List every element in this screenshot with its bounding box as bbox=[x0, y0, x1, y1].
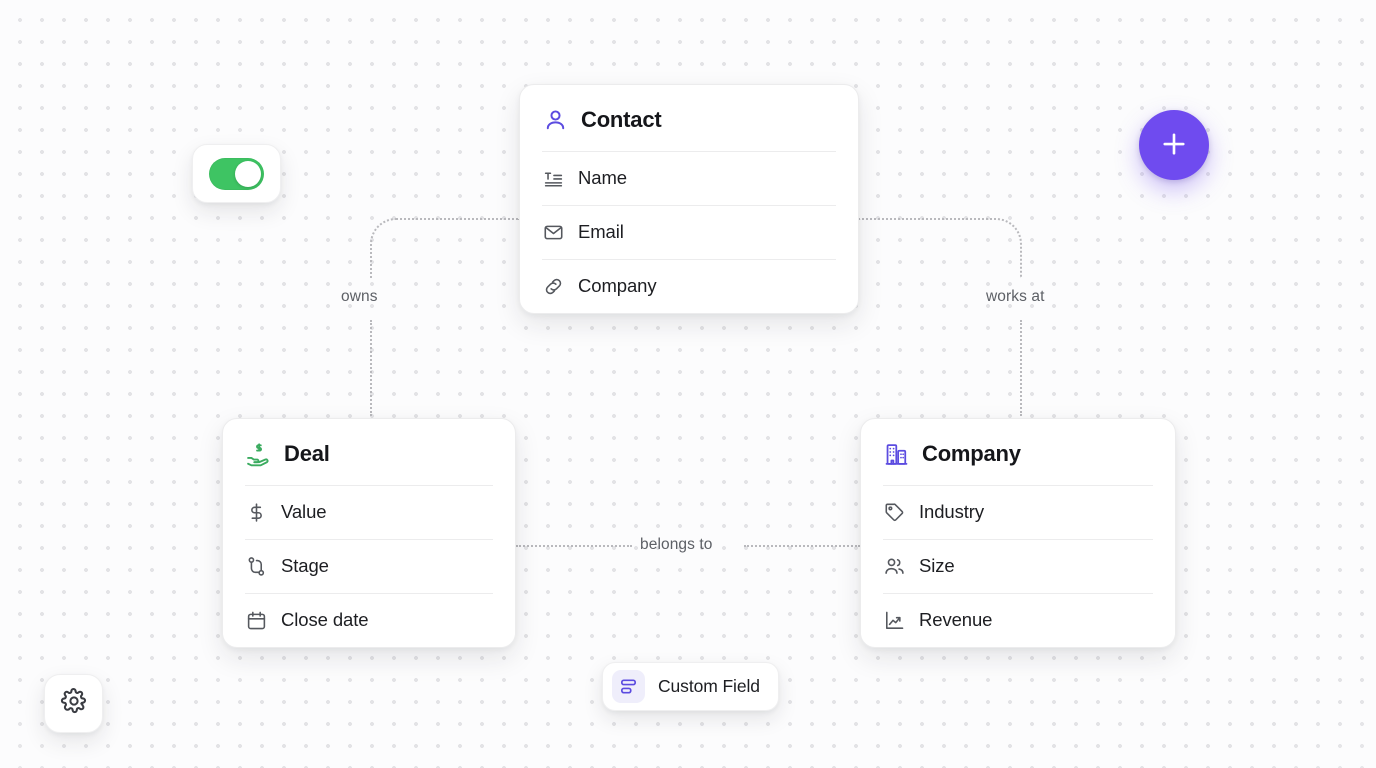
enabled-toggle[interactable] bbox=[192, 144, 281, 203]
calendar-icon bbox=[245, 609, 267, 631]
plus-icon bbox=[1159, 129, 1189, 162]
field-row[interactable]: Name bbox=[520, 151, 858, 205]
field-label: Company bbox=[578, 275, 657, 296]
building-icon bbox=[883, 441, 909, 467]
users-icon bbox=[883, 555, 905, 577]
connector-label-owns: owns bbox=[341, 288, 378, 305]
text-lines-icon bbox=[542, 167, 564, 189]
form-rows-icon bbox=[612, 670, 645, 703]
field-label: Stage bbox=[281, 555, 329, 576]
link-icon bbox=[542, 275, 564, 297]
gear-icon bbox=[60, 687, 88, 720]
field-label: Revenue bbox=[919, 609, 993, 630]
settings-button[interactable] bbox=[44, 674, 103, 733]
field-row[interactable]: Close date bbox=[223, 593, 515, 647]
field-label: Value bbox=[281, 501, 327, 522]
entity-card-deal-title: Deal bbox=[284, 441, 330, 466]
field-label: Size bbox=[919, 555, 955, 576]
entity-card-company-title: Company bbox=[922, 441, 1021, 466]
entity-card-company-header: Company bbox=[861, 419, 1175, 485]
field-row[interactable]: Stage bbox=[223, 539, 515, 593]
connector-label-works-at: works at bbox=[986, 288, 1045, 305]
tag-icon bbox=[883, 501, 905, 523]
connector-works-at-elbow bbox=[858, 218, 1022, 278]
entity-card-company[interactable]: Company Industry bbox=[860, 418, 1176, 648]
field-row[interactable]: Value bbox=[223, 485, 515, 539]
connector-belongs-to-segment-left bbox=[516, 545, 632, 547]
entity-card-deal[interactable]: Deal Value bbox=[222, 418, 516, 648]
connector-belongs-to-segment-right bbox=[744, 545, 860, 547]
hand-holding-dollar-icon bbox=[245, 441, 271, 467]
field-label: Name bbox=[578, 167, 627, 188]
field-label: Industry bbox=[919, 501, 985, 522]
field-label: Close date bbox=[281, 609, 369, 630]
entity-card-contact-fields: Name Email Company bbox=[520, 151, 858, 313]
custom-field-label: Custom Field bbox=[658, 676, 760, 696]
route-icon bbox=[245, 555, 267, 577]
add-entity-button[interactable] bbox=[1139, 110, 1209, 180]
entity-card-deal-header: Deal bbox=[223, 419, 515, 485]
field-row[interactable]: Company bbox=[520, 259, 858, 313]
field-row[interactable]: Revenue bbox=[861, 593, 1175, 647]
custom-field-chip[interactable]: Custom Field bbox=[602, 662, 779, 711]
field-row[interactable]: Email bbox=[520, 205, 858, 259]
entity-card-contact-header: Contact bbox=[520, 85, 858, 151]
field-row[interactable]: Size bbox=[861, 539, 1175, 593]
connector-works-at-segment-lower bbox=[1020, 320, 1022, 416]
connector-owns-segment-lower bbox=[370, 320, 372, 416]
user-icon bbox=[542, 107, 568, 133]
connector-label-belongs-to: belongs to bbox=[640, 536, 713, 553]
envelope-icon bbox=[542, 221, 564, 243]
entity-card-deal-fields: Value Stage bbox=[223, 485, 515, 647]
toggle-track[interactable] bbox=[209, 157, 264, 190]
entity-card-contact[interactable]: Contact Name Email bbox=[519, 84, 859, 314]
field-label: Email bbox=[578, 221, 624, 242]
entity-card-company-fields: Industry Size bbox=[861, 485, 1175, 647]
entity-card-contact-title: Contact bbox=[581, 107, 662, 132]
chart-line-up-icon bbox=[883, 609, 905, 631]
field-row[interactable]: Industry bbox=[861, 485, 1175, 539]
dollar-icon bbox=[245, 501, 267, 523]
toggle-knob bbox=[235, 160, 261, 187]
connector-owns-elbow bbox=[370, 218, 520, 278]
